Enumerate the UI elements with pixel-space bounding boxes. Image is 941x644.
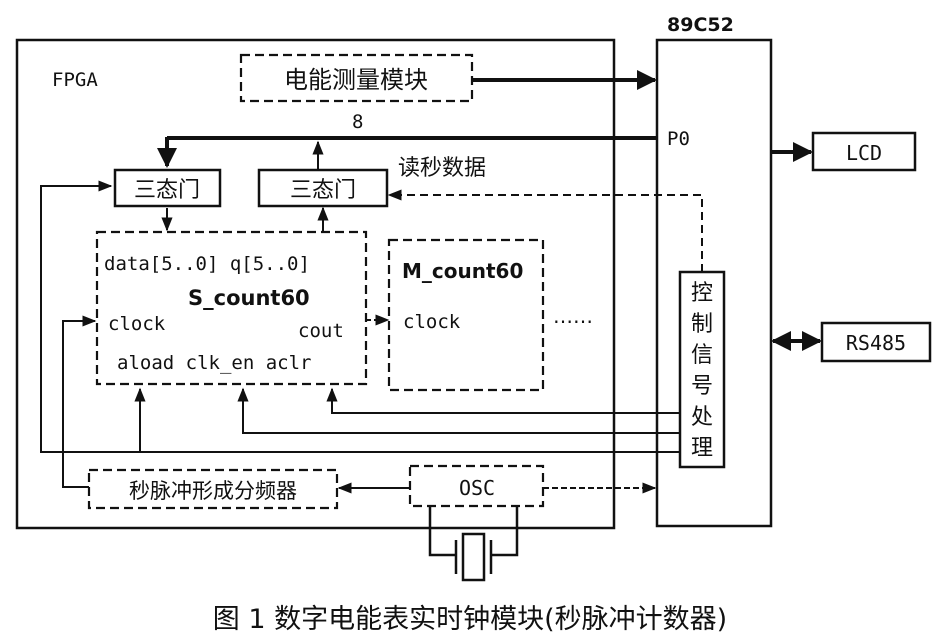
s-count60-name: S_count60 [188, 286, 310, 310]
osc-label: OSC [459, 476, 495, 500]
lcd-box [811, 131, 917, 172]
read-seconds-label: 读秒数据 [398, 156, 486, 181]
s-count60-box [95, 230, 368, 386]
clken-control-line [237, 387, 680, 434]
control-char-2: 制 [691, 312, 713, 337]
tristate-left-label: 三态门 [134, 178, 200, 203]
fpga-label: FPGA [52, 69, 98, 91]
tristate-left-box [113, 168, 222, 208]
m-clock-label: clock [403, 311, 461, 333]
fpga-box [15, 38, 616, 530]
ellipsis-label: …… [553, 304, 593, 328]
bus-width-label: 8 [352, 111, 363, 133]
rs485-label: RS485 [846, 331, 906, 355]
rs485-box [820, 321, 932, 363]
tristate-right-label: 三态门 [290, 178, 356, 203]
energy-module-label: 电能测量模块 [284, 66, 428, 94]
divider-label: 秒脉冲形成分频器 [129, 479, 297, 503]
mcu-label: 89C52 [667, 14, 734, 36]
s-ports-bottom-label: aload clk_en aclr [117, 352, 311, 374]
m-count60-name: M_count60 [402, 259, 523, 283]
mcu-box [655, 38, 773, 528]
osc-box [408, 464, 545, 508]
control-char-5: 处 [691, 405, 713, 430]
control-char-3: 信 [691, 343, 713, 368]
aclr-control-line [326, 387, 680, 414]
divider-to-clock-line [62, 315, 97, 488]
s-clock-label: clock [108, 313, 166, 335]
control-char-6: 理 [691, 436, 713, 461]
control-char-1: 控 [691, 281, 713, 306]
s-ports-top-label: data[5..0] q[5..0] [104, 253, 310, 275]
aload-tristate-control-line [40, 180, 680, 453]
tristate-right-box [257, 168, 389, 208]
crystal-icon [428, 506, 519, 582]
lcd-label: LCD [846, 141, 882, 165]
figure-caption: 图 1 数字电能表实时钟模块(秒脉冲计数器) [213, 604, 727, 635]
control-char-4: 号 [691, 374, 713, 399]
divider-box [87, 468, 339, 510]
s-cout-label: cout [298, 320, 344, 342]
port-p0-label: P0 [667, 128, 690, 150]
control-signal-box [678, 270, 726, 469]
